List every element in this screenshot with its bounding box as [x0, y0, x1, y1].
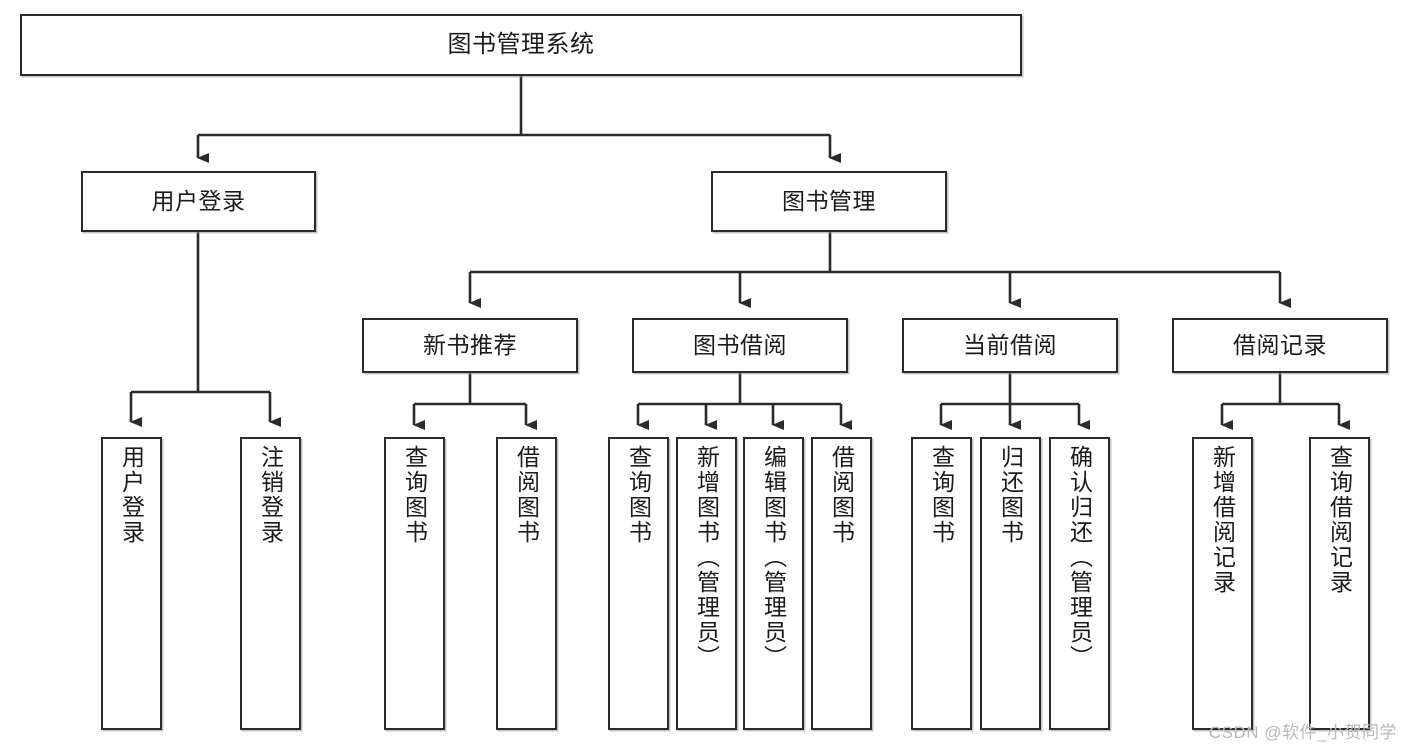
leaf-query-book-2-label: 查询图书	[625, 445, 652, 545]
leaf-query-record-label: 查询借阅记录	[1326, 445, 1353, 595]
leaf-return-book[interactable]: 归还图书	[980, 437, 1041, 730]
node-new-book-recommend-label: 新书推荐	[423, 331, 517, 358]
leaf-user-login[interactable]: 用户登录	[101, 437, 162, 730]
leaf-borrow-book-1[interactable]: 借阅图书	[496, 437, 557, 730]
leaf-query-book-3[interactable]: 查询图书	[911, 437, 972, 730]
node-current-borrow[interactable]: 当前借阅	[902, 318, 1118, 373]
leaf-edit-book[interactable]: 编辑图书（管理员）	[743, 437, 804, 730]
leaf-add-book-label: 新增图书（管理员）	[693, 445, 720, 670]
leaf-borrow-book-2[interactable]: 借阅图书	[811, 437, 872, 730]
leaf-borrow-book-1-label: 借阅图书	[513, 445, 540, 545]
node-book-management-label: 图书管理	[782, 187, 876, 214]
leaf-logout-login-label: 注销登录	[257, 445, 284, 545]
node-borrow-record-label: 借阅记录	[1233, 331, 1327, 358]
node-current-borrow-label: 当前借阅	[963, 331, 1057, 358]
node-user-login[interactable]: 用户登录	[81, 171, 316, 232]
node-borrow-record[interactable]: 借阅记录	[1172, 318, 1388, 373]
leaf-borrow-book-2-label: 借阅图书	[828, 445, 855, 545]
leaf-add-book[interactable]: 新增图书（管理员）	[676, 437, 737, 730]
node-book-borrow[interactable]: 图书借阅	[632, 318, 848, 373]
leaf-add-record[interactable]: 新增借阅记录	[1192, 437, 1253, 730]
leaf-confirm-return[interactable]: 确认归还（管理员）	[1049, 437, 1110, 730]
leaf-edit-book-label: 编辑图书（管理员）	[760, 445, 787, 670]
node-user-login-label: 用户登录	[151, 187, 246, 214]
node-root-book-management-system[interactable]: 图书管理系统	[20, 14, 1022, 76]
leaf-query-book-3-label: 查询图书	[928, 445, 955, 545]
node-book-management[interactable]: 图书管理	[711, 171, 947, 232]
leaf-query-book-1[interactable]: 查询图书	[384, 437, 445, 730]
leaf-logout-login[interactable]: 注销登录	[240, 437, 301, 730]
leaf-user-login-label: 用户登录	[118, 445, 145, 545]
leaf-add-record-label: 新增借阅记录	[1209, 445, 1236, 595]
leaf-confirm-return-label: 确认归还（管理员）	[1066, 445, 1093, 670]
leaf-query-book-1-label: 查询图书	[401, 445, 428, 545]
leaf-query-record[interactable]: 查询借阅记录	[1309, 437, 1370, 730]
node-root-label: 图书管理系统	[447, 30, 595, 58]
leaf-query-book-2[interactable]: 查询图书	[608, 437, 669, 730]
leaf-return-book-label: 归还图书	[997, 445, 1024, 545]
node-new-book-recommend[interactable]: 新书推荐	[362, 318, 578, 373]
node-book-borrow-label: 图书借阅	[693, 331, 787, 358]
